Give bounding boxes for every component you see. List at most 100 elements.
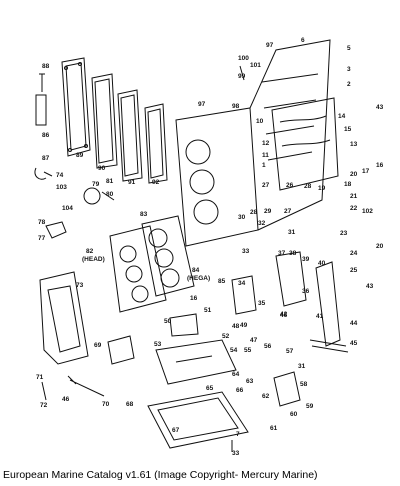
callout-34: 13 — [350, 141, 358, 148]
callout-15: 83 — [140, 211, 148, 218]
callout-27: 6 — [301, 37, 305, 44]
callout-36: 17 — [362, 168, 370, 175]
callout-6: 87 — [42, 155, 50, 162]
callout-67: 40 — [318, 260, 326, 267]
callout-85: 55 — [244, 347, 252, 354]
callout-33: 15 — [344, 126, 352, 133]
callout-8: 103 — [56, 184, 67, 191]
callout-98: 67 — [172, 427, 180, 434]
callout-12: 104 — [62, 205, 73, 212]
callout-62: 31 — [288, 229, 296, 236]
callout-59: 28 — [304, 183, 312, 190]
exhaust-cover-plate-91 — [117, 89, 143, 182]
callout-102: 71 — [36, 374, 44, 381]
callout-19: (HEGA) — [187, 275, 210, 282]
exhaust-cover-plate-89 — [61, 57, 91, 157]
callout-53: 1 — [262, 162, 266, 169]
callout-10: 81 — [106, 178, 114, 185]
callout-25: 98 — [232, 103, 240, 110]
callout-46: 25 — [350, 267, 358, 274]
callout-44: 23 — [340, 230, 348, 237]
callout-99: 68 — [126, 401, 134, 408]
callout-37: 18 — [344, 181, 352, 188]
callout-56: 29 — [264, 208, 272, 215]
callout-75: 51 — [204, 307, 212, 314]
callout-45: 24 — [350, 250, 358, 257]
callout-84: 54 — [230, 347, 238, 354]
callout-43: 20 — [376, 243, 384, 250]
callout-104: 46 — [62, 396, 70, 403]
callout-41: 22 — [350, 205, 358, 212]
cylinder-head-82 — [109, 225, 167, 313]
callout-50: 10 — [256, 118, 264, 125]
callout-82: 69 — [94, 342, 102, 349]
callout-69: 35 — [258, 300, 266, 307]
image-caption: European Marine Catalog v1.61 (Image Cop… — [3, 469, 318, 481]
plate-53 — [155, 339, 237, 385]
callout-66: 39 — [302, 256, 310, 263]
callout-71: 41 — [316, 313, 324, 320]
callout-11: 80 — [106, 191, 114, 198]
crankcase-cover-1 — [271, 97, 339, 191]
callout-42: 102 — [362, 208, 373, 215]
callout-94: 63 — [246, 378, 254, 385]
callout-73: 85 — [218, 278, 226, 285]
callout-77: 48 — [232, 323, 240, 330]
callout-24: 99 — [238, 73, 246, 80]
callout-74: 16 — [190, 295, 198, 302]
callout-79: 49 — [240, 322, 248, 329]
callout-17: (HEAD) — [82, 256, 105, 263]
callout-97: 66 — [236, 387, 244, 394]
exhaust-cover-plate-92 — [144, 103, 168, 184]
module-69 — [107, 335, 135, 365]
callout-49: 45 — [350, 340, 358, 347]
plate-86 — [35, 94, 47, 126]
exhaust-cover-plate-90 — [91, 73, 118, 169]
head-gasket-84 — [141, 215, 195, 297]
callout-55: 28 — [250, 209, 258, 216]
throttle-cam-36 — [275, 251, 307, 307]
callout-3: 90 — [98, 165, 106, 172]
callout-1: 86 — [42, 132, 50, 139]
callout-95: 64 — [232, 371, 240, 378]
callout-31: 43 — [376, 104, 384, 111]
callout-70: 36 — [302, 288, 310, 295]
link-rod-41 — [315, 261, 341, 347]
bracket-34 — [231, 275, 257, 315]
callout-28: 5 — [347, 45, 351, 52]
callout-86: 56 — [264, 343, 272, 350]
callout-20: 73 — [76, 282, 84, 289]
hose-74 — [34, 167, 53, 180]
callout-63: 33 — [242, 248, 250, 255]
callout-87: 57 — [286, 348, 294, 355]
callout-61: 32 — [258, 220, 266, 227]
sensor-70 — [67, 375, 105, 397]
callout-30: 2 — [347, 81, 351, 88]
callout-38: 20 — [350, 171, 358, 178]
callout-57: 27 — [284, 208, 292, 215]
callout-91: 60 — [290, 411, 298, 418]
callout-60: 30 — [238, 214, 246, 221]
callout-2: 89 — [76, 152, 84, 159]
fuel-pump-58 — [273, 371, 301, 407]
callout-54: 27 — [262, 182, 270, 189]
callout-96: 65 — [206, 385, 214, 392]
callout-5: 92 — [152, 179, 160, 186]
callout-103: 72 — [40, 402, 48, 409]
tube-45 — [309, 339, 349, 353]
callout-0: 88 — [42, 63, 50, 70]
callout-72: 42 — [280, 311, 288, 318]
callout-23: 101 — [250, 62, 261, 69]
callout-13: 78 — [38, 219, 46, 226]
callout-88: 31 — [298, 363, 306, 370]
arm-16 — [169, 313, 199, 337]
callout-89: 58 — [300, 381, 308, 388]
callout-18: 84 — [192, 267, 200, 274]
callout-101: 33 — [232, 450, 240, 457]
thermostat-housing-79 — [83, 187, 115, 205]
fitting-78 — [45, 221, 67, 239]
callout-80: 47 — [250, 337, 258, 344]
callout-22: 100 — [238, 55, 249, 62]
